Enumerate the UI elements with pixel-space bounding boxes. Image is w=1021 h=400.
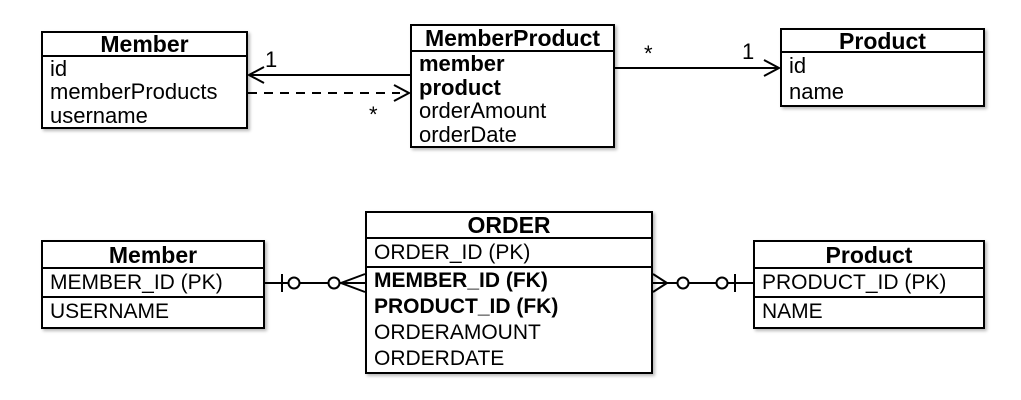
- uml-dependency-member-to-memberproduct: [248, 84, 412, 102]
- uml-class-memberproduct-fields: member product orderAmount orderDate: [412, 52, 613, 146]
- uml-class-memberproduct-title: MemberProduct: [412, 26, 613, 52]
- er-column-pk: PRODUCT_ID (PK): [755, 269, 983, 298]
- class-field: id: [50, 56, 68, 81]
- er-relation-member-order: [265, 273, 366, 293]
- multiplicity-label: 1: [265, 47, 278, 72]
- uml-class-member-fields: id memberProducts username: [43, 57, 246, 127]
- uml-class-product: Product id name: [780, 28, 985, 107]
- er-column-fk: PRODUCT_ID (FK): [374, 295, 559, 318]
- er-table-order-columns: MEMBER_ID (FK) PRODUCT_ID (FK) ORDERAMOU…: [367, 268, 651, 372]
- er-table-product-title: Product: [755, 242, 983, 269]
- class-field: id: [789, 53, 807, 78]
- er-table-order: ORDER ORDER_ID (PK) MEMBER_ID (FK) PRODU…: [365, 211, 653, 374]
- uml-association-memberproduct-to-product: [615, 59, 782, 77]
- class-field: orderAmount: [419, 98, 547, 124]
- er-table-product: Product PRODUCT_ID (PK) NAME: [753, 240, 985, 329]
- er-table-member-title: Member: [43, 242, 263, 269]
- er-column-pk: ORDER_ID (PK): [367, 239, 651, 268]
- uml-class-member-title: Member: [43, 33, 246, 57]
- class-field: orderDate: [419, 121, 517, 147]
- er-column: NAME: [762, 300, 823, 323]
- multiplicity-label: 1: [742, 39, 755, 64]
- uml-association-memberproduct-to-member: [246, 66, 410, 84]
- uml-class-product-fields: id name: [782, 53, 983, 105]
- multiplicity-label: *: [369, 102, 378, 127]
- class-field: memberProducts: [50, 79, 218, 105]
- er-column: ORDERAMOUNT: [374, 321, 541, 344]
- er-column-pk: MEMBER_ID (PK): [43, 269, 263, 298]
- er-column: ORDERDATE: [374, 347, 505, 370]
- er-column-fk: MEMBER_ID (FK): [374, 269, 548, 292]
- class-field: member: [419, 51, 505, 76]
- uml-class-member: Member id memberProducts username: [41, 31, 248, 129]
- class-field: product: [419, 74, 501, 100]
- uml-class-product-title: Product: [782, 30, 983, 53]
- er-relation-order-product: [652, 273, 753, 293]
- uml-class-memberproduct: MemberProduct member product orderAmount…: [410, 24, 615, 149]
- er-column: USERNAME: [50, 300, 170, 323]
- er-table-order-title: ORDER: [367, 213, 651, 239]
- class-field: username: [50, 102, 148, 128]
- class-field: name: [789, 79, 845, 104]
- er-table-member: Member MEMBER_ID (PK) USERNAME: [41, 240, 265, 329]
- multiplicity-label: *: [644, 41, 653, 66]
